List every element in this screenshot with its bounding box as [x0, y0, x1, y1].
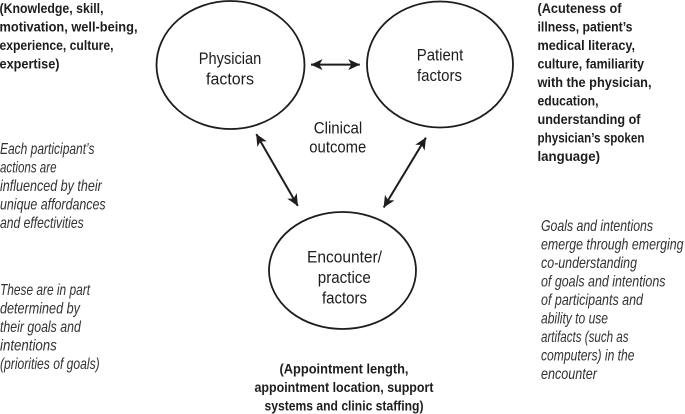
svg-text:Clinical: Clinical	[314, 118, 363, 137]
svg-text:culture, familiarity: culture, familiarity	[538, 57, 645, 73]
svg-text:education,: education,	[538, 94, 599, 110]
svg-text:(Acuteness of: (Acuteness of	[538, 1, 622, 17]
svg-text:motivation, well-being,: motivation, well-being,	[0, 19, 138, 35]
svg-text:(Knowledge, skill,: (Knowledge, skill,	[0, 1, 104, 17]
svg-text:co-understanding: co-understanding	[541, 255, 637, 272]
svg-text:their goals and: their goals and	[0, 319, 82, 336]
svg-text:These are in part: These are in part	[0, 282, 90, 299]
svg-text:Encounter/: Encounter/	[307, 248, 382, 267]
svg-text:with the physician,: with the physician,	[537, 75, 652, 91]
svg-text:outcome: outcome	[309, 138, 366, 157]
svg-text:(priorities of goals): (priorities of goals)	[0, 356, 100, 373]
svg-text:illness, patient’s: illness, patient’s	[538, 20, 633, 36]
svg-text:practice: practice	[318, 268, 371, 287]
svg-text:of goals and intentions: of goals and intentions	[541, 274, 666, 291]
svg-text:understanding of: understanding of	[538, 112, 641, 128]
svg-text:factors: factors	[417, 66, 462, 85]
svg-text:encounter: encounter	[541, 366, 598, 383]
svg-text:emerge through emerging: emerge through emerging	[541, 237, 684, 254]
svg-text:physician’s spoken: physician’s spoken	[538, 131, 645, 147]
svg-text:(Appointment length,: (Appointment length,	[280, 362, 409, 378]
svg-text:factors: factors	[322, 289, 367, 308]
svg-text:unique affordances: unique affordances	[0, 197, 106, 214]
svg-text:experience, culture,: experience, culture,	[0, 38, 114, 54]
svg-text:factors: factors	[206, 70, 254, 89]
svg-text:Goals and intentions: Goals and intentions	[541, 218, 653, 235]
svg-text:artifacts (such as: artifacts (such as	[541, 329, 629, 346]
svg-text:and effectivities: and effectivities	[0, 215, 84, 232]
svg-text:influenced by their: influenced by their	[0, 178, 102, 195]
svg-text:intentions: intentions	[0, 338, 57, 355]
svg-text:computers) in the: computers) in the	[541, 348, 635, 365]
svg-text:medical literacy,: medical literacy,	[538, 38, 636, 54]
svg-text:expertise): expertise)	[0, 56, 60, 72]
svg-text:systems and clinic staffing): systems and clinic staffing)	[265, 399, 424, 414]
svg-text:Patient: Patient	[417, 46, 464, 65]
svg-text:of participants and: of participants and	[541, 292, 644, 309]
svg-text:appointment location, support: appointment location, support	[255, 380, 434, 396]
svg-text:Physician: Physician	[199, 49, 262, 68]
svg-text:determined by: determined by	[0, 301, 81, 318]
svg-text:actions are: actions are	[0, 160, 57, 177]
svg-text:ability to use: ability to use	[541, 311, 608, 328]
svg-text:language): language)	[538, 149, 601, 165]
svg-text:Each participant’s: Each participant’s	[0, 141, 95, 158]
